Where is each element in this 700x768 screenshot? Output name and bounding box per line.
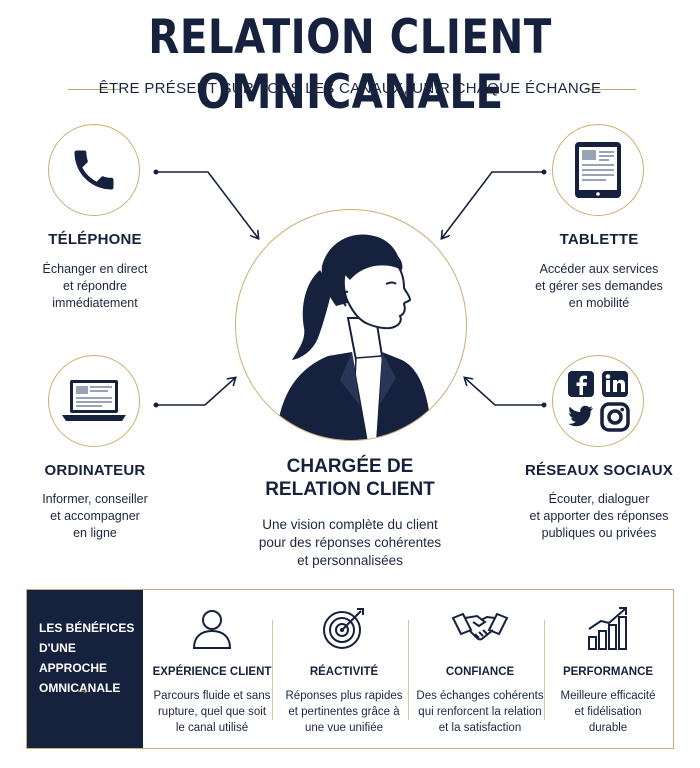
growth-chart-icon (588, 607, 627, 650)
page-subtitle: ÊTRE PRÉSENT SUR TOUS LES CANAUX, UNIR C… (98, 80, 602, 97)
benefit-title: CONFIANCE (445, 666, 515, 678)
twitter-icon (568, 405, 593, 427)
tablet-circle (552, 124, 644, 216)
benefit-title: PERFORMANCE (562, 666, 654, 678)
benefit-title: EXPÉRIENCE CLIENT (152, 666, 272, 678)
page-title: RELATION CLIENT OMNICANALE (148, 10, 552, 120)
facebook-icon (568, 371, 594, 397)
social-title: RÉSEAUX SOCIAUX (524, 462, 674, 479)
user-icon (192, 610, 232, 649)
benefit-divider (544, 620, 545, 720)
telephone-title: TÉLÉPHONE (48, 231, 142, 248)
benefit-customer-experience: EXPÉRIENCE CLIENT Parcours fluide et san… (145, 590, 279, 748)
telephone-circle (48, 124, 140, 216)
computer-circle (48, 355, 140, 447)
linkedin-icon (602, 371, 628, 397)
social-circle (552, 355, 644, 447)
computer-title: ORDINATEUR (44, 462, 146, 479)
benefit-divider (408, 620, 409, 720)
benefit-title: RÉACTIVITÉ (309, 666, 379, 678)
laptop-icon (62, 380, 126, 421)
tablet-title: TABLETTE (559, 231, 639, 248)
handshake-icon (451, 612, 509, 641)
instagram-icon (600, 402, 630, 432)
arrow-right-icon: → (73, 678, 91, 698)
tablet-icon (575, 142, 621, 198)
customer-advisor-illustration (276, 234, 432, 440)
social-icons (568, 371, 630, 432)
target-icon (323, 608, 364, 649)
benefit-divider (272, 620, 273, 720)
subtitle-right-rule (584, 89, 636, 90)
central-portrait (235, 209, 467, 441)
phone-icon (74, 150, 114, 190)
subtitle-left-rule (68, 89, 120, 90)
